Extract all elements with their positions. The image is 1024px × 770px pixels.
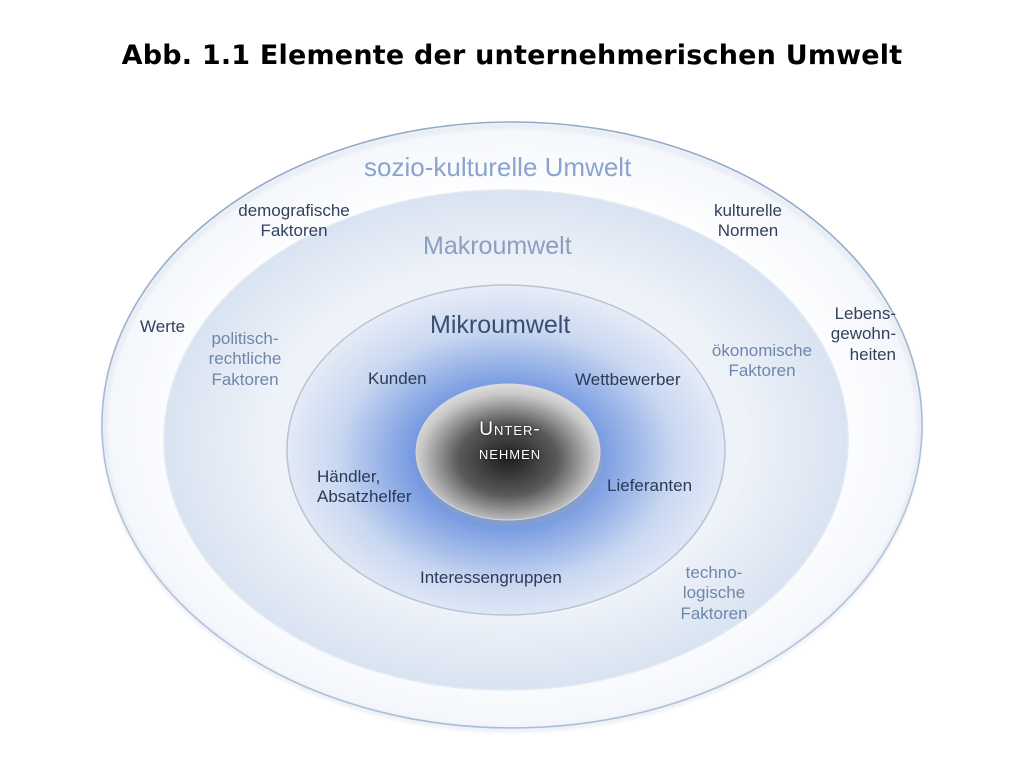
label-oekonomische-faktoren: ökonomische Faktoren	[711, 341, 813, 381]
core-ellipse	[415, 383, 601, 521]
outer-ring-heading: sozio-kulturelle Umwelt	[364, 152, 632, 182]
label-demografische-faktoren: demografische Faktoren	[238, 201, 350, 241]
label-interessengruppen: Interessengruppen	[420, 568, 562, 587]
label-lebensgewohnheiten: Lebens- gewohn- heiten	[830, 304, 896, 364]
core-unternehmen: Unter- nehmen	[478, 419, 542, 464]
label-wettbewerber: Wettbewerber	[575, 370, 681, 389]
label-lieferanten: Lieferanten	[607, 476, 693, 495]
label-kulturelle-normen: kulturelle Normen	[713, 201, 783, 241]
figure-title: Abb. 1.1 Elemente der unternehmerischen …	[121, 40, 903, 71]
label-haendler-absatzhelfer: Händler, Absatzhelfer	[317, 467, 412, 507]
label-technologische-faktoren: techno- logische Faktoren	[680, 563, 748, 623]
outer-ring-shadow	[101, 123, 923, 733]
label-werte: Werte	[140, 317, 186, 336]
macro-ring-heading: Makroumwelt	[423, 232, 572, 260]
label-kunden: Kunden	[368, 369, 427, 388]
label-politisch-rechtliche-faktoren: politisch- rechtliche Faktoren	[208, 329, 282, 389]
micro-ring-heading: Mikroumwelt	[430, 311, 571, 339]
